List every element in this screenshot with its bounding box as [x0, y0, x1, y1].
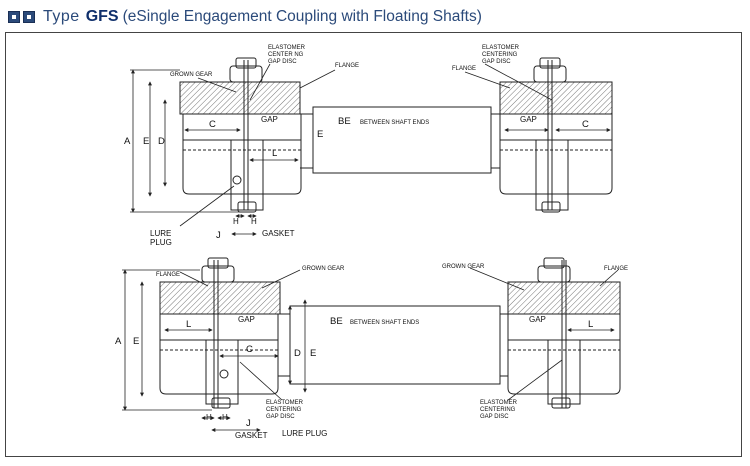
label-between-shaft-ends: BETWEEN SHAFT ENDS — [360, 120, 429, 126]
label-lure-plug: LURE — [150, 229, 171, 238]
bottom-floating-shaft — [278, 305, 508, 385]
label-flange: FLANGE — [452, 66, 476, 72]
label-lure-plug: PLUG — [150, 238, 172, 247]
dim-d: D — [294, 348, 301, 359]
label-elastomer-line: ELASTOMER — [268, 45, 306, 51]
dim-h: H — [206, 413, 212, 422]
label-between-shaft-ends: BETWEEN SHAFT ENDS — [350, 320, 419, 326]
drawing-frame — [5, 32, 742, 457]
label-elastomer-line: GAP DISC — [268, 59, 297, 65]
dim-j: J — [216, 230, 221, 241]
dim-c: C — [246, 344, 253, 355]
label-flange: FLANGE — [156, 272, 180, 278]
label-elastomer-line: CENTERING — [266, 407, 302, 413]
bottom-right-hub — [507, 257, 621, 409]
label-gasket: GASKET — [235, 431, 268, 440]
dim-d: D — [158, 136, 165, 147]
title-prefix: Type — [43, 8, 80, 25]
dim-be: BE — [330, 316, 343, 327]
label-elastomer-line: GAP DISC — [482, 59, 511, 65]
dim-e: E — [133, 336, 139, 347]
dim-gap: GAP — [238, 315, 255, 324]
label-flange: FLANGE — [335, 63, 359, 69]
label-grown-gear: GROWN GEAR — [442, 264, 485, 270]
dim-l: L — [588, 319, 593, 330]
dim-c: C — [209, 119, 216, 130]
dim-l: L — [272, 148, 277, 159]
label-lure-plug: LURE PLUG — [282, 429, 327, 438]
label-elastomer-line: ELASTOMER — [266, 400, 304, 406]
label-elastomer-line: GAP DISC — [480, 414, 509, 420]
label-flange: FLANGE — [604, 266, 628, 272]
dim-c: C — [582, 119, 589, 130]
dim-be: BE — [338, 116, 351, 127]
dim-a: A — [115, 336, 122, 347]
top-right-hub — [499, 57, 613, 213]
top-labels: GROWN GEAR ELASTOMER CENTER NG GAP DISC … — [124, 45, 589, 247]
top-coupling-drawing — [130, 57, 613, 236]
label-elastomer-line: GAP DISC — [266, 414, 295, 420]
top-floating-shaft — [300, 106, 500, 174]
dim-gap: GAP — [261, 115, 278, 124]
bottom-left-hub — [159, 257, 281, 409]
dim-h: H — [251, 217, 257, 226]
label-grown-gear: GROWN GEAR — [302, 266, 345, 272]
dim-h: H — [233, 217, 239, 226]
square-bullet-icon — [23, 11, 35, 23]
title-subtitle: (eSingle Engagement Coupling with Floati… — [122, 8, 482, 25]
bottom-coupling-drawing — [122, 257, 621, 432]
label-elastomer-line: ELASTOMER — [482, 45, 520, 51]
dim-a: A — [124, 136, 131, 147]
dim-e-shaft: E — [317, 129, 323, 140]
dim-h: H — [222, 413, 228, 422]
label-elastomer-line: CENTERING — [480, 407, 516, 413]
label-grown-gear: GROWN GEAR — [170, 72, 213, 78]
dim-gap: GAP — [529, 315, 546, 324]
dim-l: L — [186, 319, 191, 330]
dim-e-shaft: E — [310, 348, 316, 359]
model-code: GFS — [85, 8, 119, 25]
page-header: Type GFS (eSingle Engagement Coupling wi… — [8, 5, 482, 29]
label-gasket: GASKET — [262, 229, 295, 238]
top-left-hub — [179, 57, 302, 213]
square-bullet-icon — [8, 11, 20, 23]
label-elastomer-line: CENTERING — [482, 52, 518, 58]
dim-gap: GAP — [520, 115, 537, 124]
dim-e: E — [143, 136, 149, 147]
label-elastomer-line: CENTER NG — [268, 52, 304, 58]
bottom-dimension-lines — [122, 267, 619, 432]
dim-j: J — [246, 418, 251, 429]
bottom-labels: FLANGE GROWN GEAR GROWN GEAR FLANGE A E … — [115, 264, 628, 440]
label-elastomer-line: ELASTOMER — [480, 400, 518, 406]
top-dimension-lines — [130, 63, 611, 236]
